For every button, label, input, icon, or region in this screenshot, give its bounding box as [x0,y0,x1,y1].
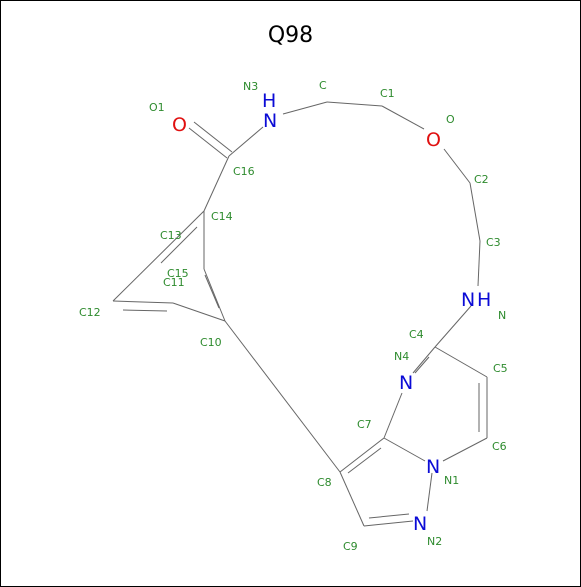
bond-c9-n2 [363,520,414,527]
bond-c6-n1 [442,437,488,462]
bond-c7-c8-inner [347,447,382,474]
nitrogen-n3-hydrogen: H [262,90,276,112]
label-n: N [498,309,506,322]
label-c15: C15 [167,267,189,280]
bond-o-c2 [443,148,471,184]
label-c7: C7 [357,418,372,431]
label-n1: N1 [444,474,459,487]
nitrogen-n4-symbol: N [399,372,413,394]
bond-c15-c10 [172,302,226,322]
bond-c12-c15 [112,300,174,304]
label-n4: N4 [394,350,409,363]
label-c14: C14 [211,210,233,223]
bond-c2-c3 [469,182,481,242]
bond-c14-c16 [203,155,230,212]
bond-c8-c10 [224,320,341,473]
bond-o1-c16-double [193,121,233,153]
nitrogen-nh-symbol: N [461,289,475,311]
label-c5: C5 [493,362,508,375]
bond-c4-n4-inner [414,356,430,374]
bond-c10-c11 [203,268,226,322]
bond-c1-o [381,105,425,130]
bonds [112,101,488,527]
oxygen-o1-symbol: O [172,114,187,136]
oxygen-o-symbol: O [426,129,441,151]
label-c: C [319,79,327,92]
label-c9: C9 [343,540,358,553]
nitrogen-n2-symbol: N [413,513,427,535]
bond-o1-c16 [188,127,228,159]
label-o1: O1 [149,101,165,114]
nitrogen-n1-symbol: N [426,456,440,478]
label-c3: C3 [486,236,501,249]
bond-c10-c11-inner [204,274,220,309]
label-c8: C8 [317,476,332,489]
label-c12: C12 [79,306,101,319]
bond-c3-nh [477,240,481,287]
label-o: O [446,113,455,126]
bond-c-c1 [326,101,383,107]
bond-c4-n4 [412,346,436,374]
bond-n1-n2 [426,472,433,512]
bond-c7-c8 [339,437,385,473]
nitrogen-n3-symbol: N [263,110,277,132]
bond-c9-n2-inner [368,513,410,519]
label-c11: C11 [163,276,185,289]
bond-nh-c4 [434,305,472,348]
bond-c12-c15-inner [122,309,168,312]
label-c10: C10 [200,336,222,349]
atom-labels: O1 N3 C C1 O C16 C2 C14 C13 C3 C15 C11 C… [79,79,508,553]
label-c2: C2 [474,173,489,186]
bond-n3-c [282,101,328,115]
label-n2: N2 [427,535,442,548]
bond-n4-c7 [383,392,403,439]
bond-c16-n3 [228,126,264,157]
label-c4: C4 [409,328,424,341]
nitrogen-nh-hydrogen: H [477,289,491,311]
bond-c14-c13 [112,210,205,302]
bond-c4-c5 [434,346,488,378]
bond-c13-c13-inner [160,226,198,264]
atom-symbols: O H N O N H N N N [172,90,491,535]
bond-c8-c9 [339,471,365,527]
label-c6: C6 [492,440,507,453]
label-c1: C1 [380,87,395,100]
bond-c7-n1 [383,437,426,462]
label-c16: C16 [233,165,255,178]
molecule-title: Q98 [267,23,314,48]
label-n3: N3 [243,80,258,93]
label-c13: C13 [160,229,182,242]
